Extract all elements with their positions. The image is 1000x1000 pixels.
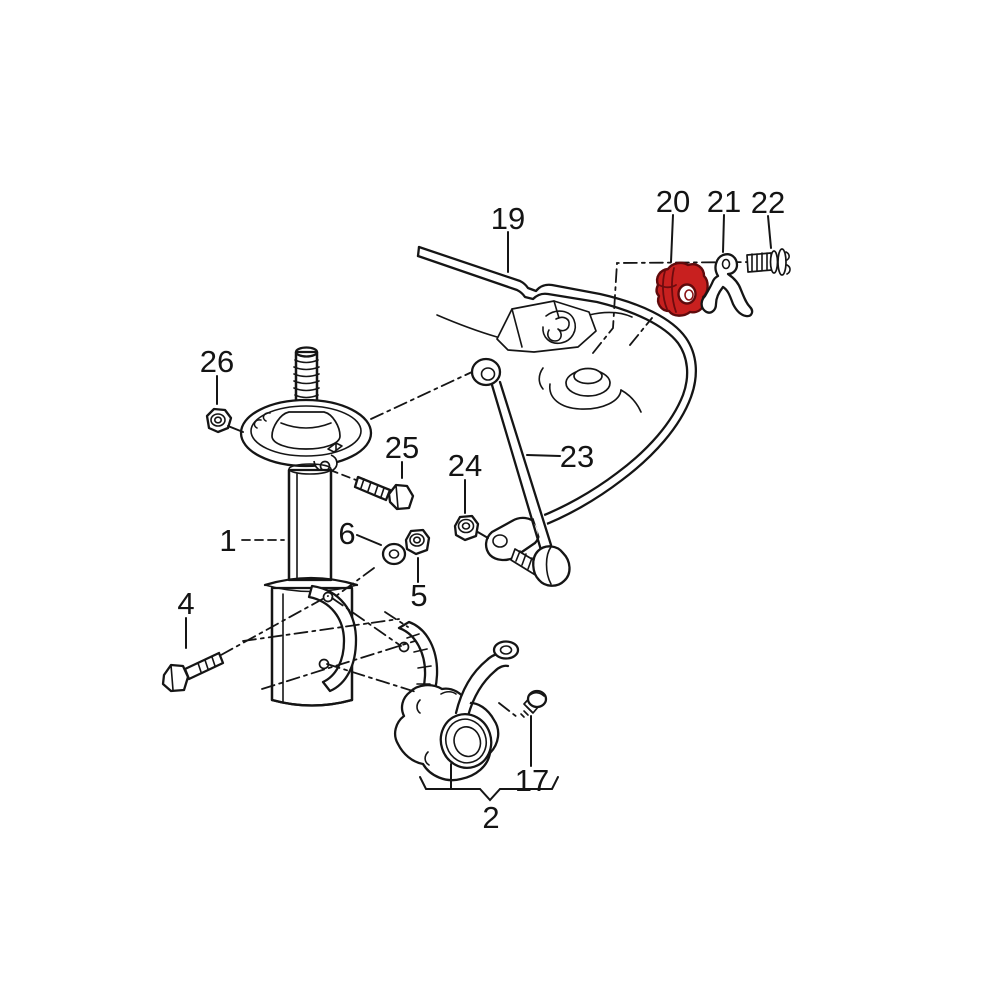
part-label-6: 6	[338, 516, 355, 551]
nut-5	[404, 528, 431, 556]
stabilizer-clamp	[700, 253, 754, 318]
part-label-4: 4	[177, 586, 194, 621]
washer-6	[381, 542, 407, 566]
part-label-25: 25	[385, 430, 419, 465]
part-label-17: 17	[515, 763, 549, 798]
subframe	[436, 300, 642, 413]
stabilizer-bushing-highlighted	[655, 261, 709, 317]
subframe-console	[496, 300, 597, 353]
part-label-26: 26	[200, 344, 234, 379]
part-label-22: 22	[751, 185, 785, 220]
part-label-21: 21	[707, 184, 741, 219]
screw-17	[520, 689, 548, 718]
strut-clamp-bracket	[307, 584, 358, 693]
part-label-24: 24	[448, 448, 482, 483]
part-labels: 26 25 1 6 5 24 23 4 19 20 21 22 17 2	[177, 184, 785, 835]
part-label-19: 19	[491, 201, 525, 236]
stabilizer-bar	[416, 245, 697, 562]
clamp-bolt	[746, 248, 791, 276]
link-lower-end	[532, 545, 571, 587]
nut-26	[205, 407, 244, 434]
group-2-brace	[419, 763, 559, 802]
link-eye	[470, 357, 502, 387]
nut-24	[453, 514, 480, 542]
assembly-axis-lines	[220, 371, 518, 718]
part-label-23: 23	[560, 439, 594, 474]
steering-knuckle	[394, 620, 520, 782]
knuckle-arm	[454, 640, 520, 718]
strut-tube	[287, 463, 333, 582]
bushing-locator-lines	[592, 261, 758, 354]
bolt-4	[161, 651, 225, 693]
strut-rod	[293, 346, 320, 416]
strut-assembly	[239, 346, 373, 707]
part-label-20: 20	[656, 184, 690, 219]
part-label-1: 1	[219, 523, 236, 558]
part-label-2: 2	[482, 800, 499, 835]
bolt-25	[353, 475, 415, 511]
strut-housing	[263, 576, 359, 707]
subframe-boss	[538, 367, 642, 413]
top-mount-plate	[239, 398, 373, 473]
part-label-5: 5	[410, 578, 427, 613]
stabilizer-link	[470, 357, 571, 587]
hub-bore	[439, 713, 493, 769]
